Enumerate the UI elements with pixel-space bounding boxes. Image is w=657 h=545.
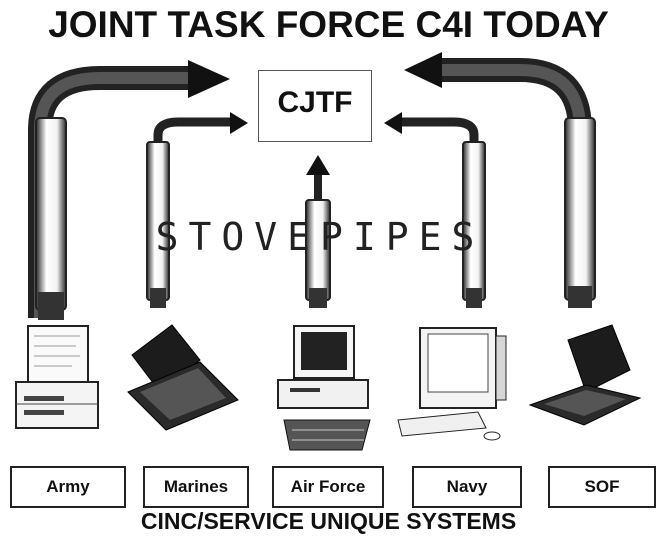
army-pipe [28, 60, 230, 320]
airforce-pipe [305, 155, 331, 308]
cjtf-node-label: CJTF [277, 86, 353, 119]
service-box-navy: Navy [412, 466, 522, 508]
sof-laptop-icon [528, 324, 642, 426]
navy-arrow-icon [384, 112, 402, 134]
service-label: Navy [446, 477, 488, 496]
navy-pipe [384, 112, 486, 308]
service-label: SOF [584, 477, 620, 496]
page-title: JOINT TASK FORCE C4I TODAY [48, 4, 609, 45]
army-computer-icon [15, 325, 99, 429]
service-box-marines: Marines [143, 466, 249, 508]
sof-arrow-icon [404, 52, 442, 88]
service-label: Marines [163, 477, 229, 496]
sof-pipe [404, 52, 596, 308]
footer-caption: CINC/SERVICE UNIQUE SYSTEMS [140, 508, 517, 534]
service-box-airforce: Air Force [272, 466, 384, 508]
marines-arrow-icon [230, 112, 248, 134]
marines-laptop-icon [127, 324, 239, 431]
marines-pipe [146, 112, 248, 308]
service-box-sof: SOF [548, 466, 656, 508]
airforce-arrow-icon [306, 155, 330, 175]
service-box-army: Army [10, 466, 126, 508]
stovepipes-label: STOVEPIPES [155, 215, 485, 259]
cjtf-node-box [258, 70, 372, 142]
service-label: Army [46, 477, 90, 496]
airforce-desktop-icon [277, 325, 371, 451]
navy-workstation-icon [397, 327, 507, 441]
army-arrow-icon [188, 60, 230, 98]
service-label: Air Force [290, 477, 366, 496]
